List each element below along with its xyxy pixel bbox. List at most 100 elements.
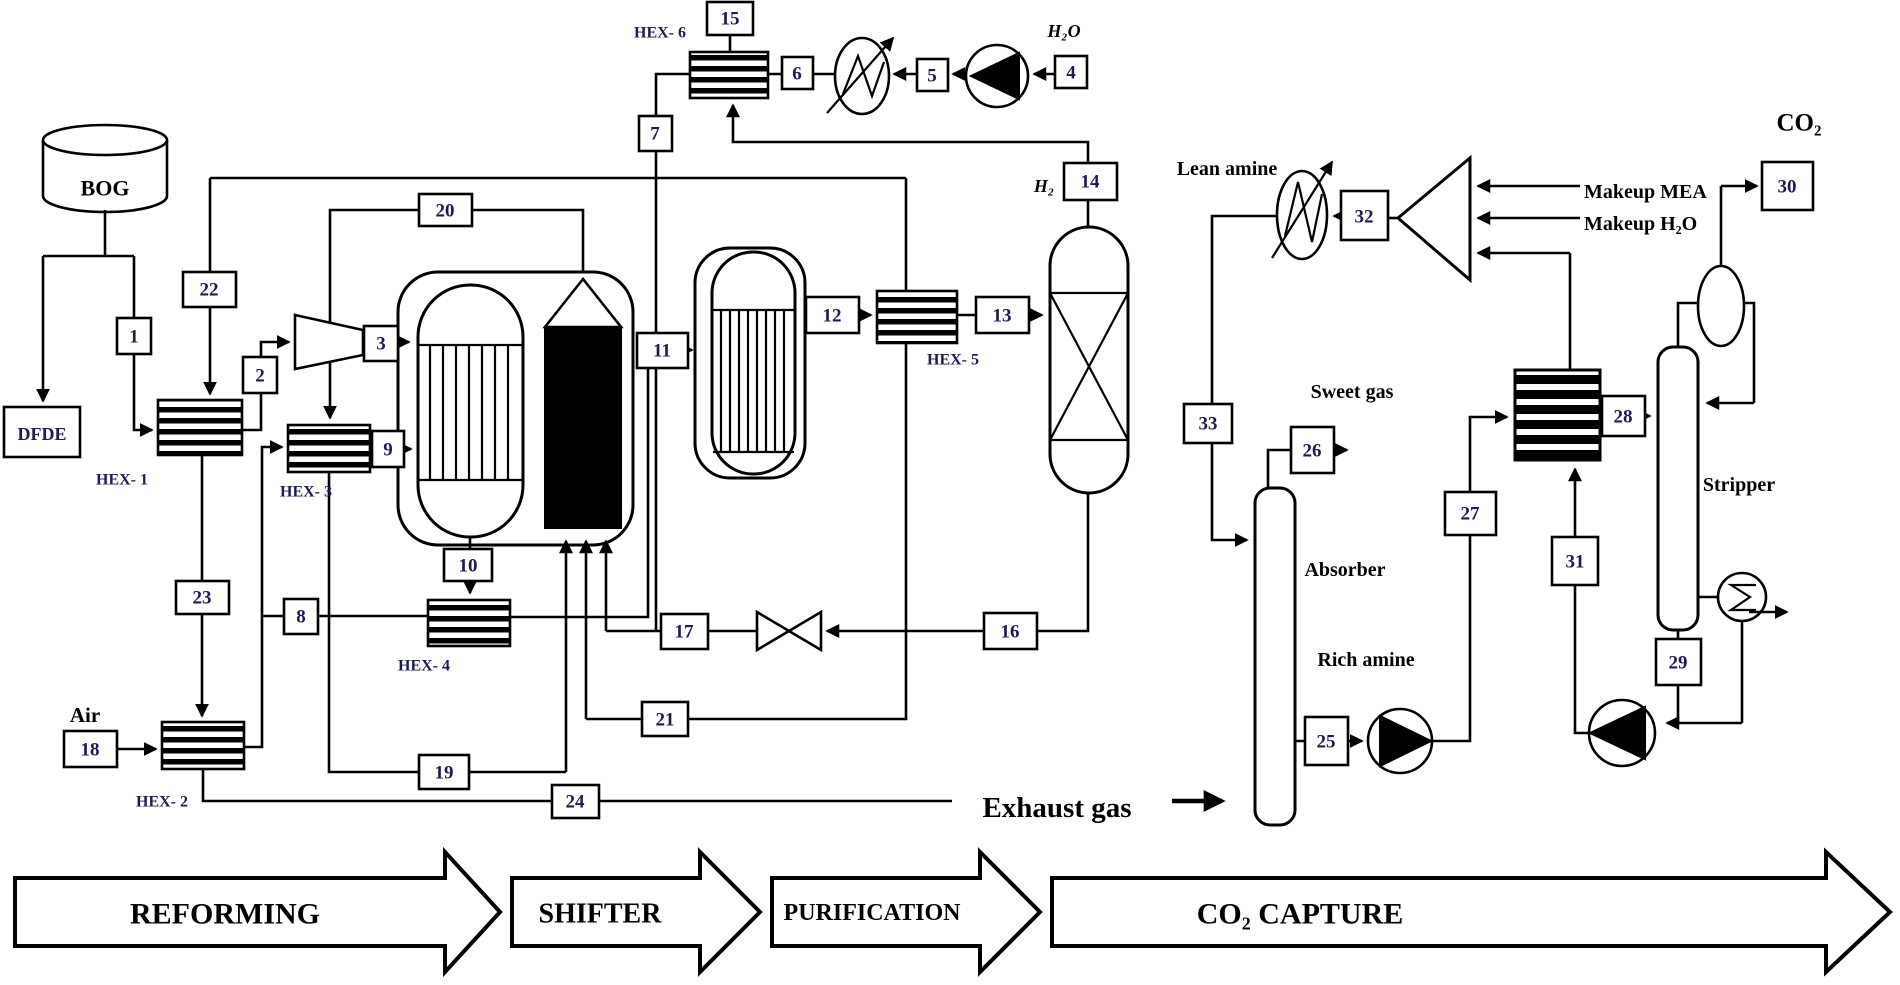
stream-box-9: 9 [370, 429, 406, 469]
svg-text:33: 33 [1199, 414, 1218, 435]
absorber-column [1253, 486, 1297, 827]
bog-tank [41, 123, 169, 214]
shifter-tube-vessel [710, 250, 797, 476]
compressor [293, 313, 365, 371]
h2-label: H₂ [1033, 176, 1054, 196]
banner-reforming: REFORMING [13, 846, 503, 978]
banner-co2-capture: CO₂ CAPTURE [1050, 847, 1893, 977]
hex3-label: HEX- 3 [280, 484, 332, 501]
stream-box-7: 7 [637, 114, 674, 153]
stream-box-25: 25 [1303, 715, 1350, 767]
banner-purification: PURIFICATION [770, 847, 1043, 977]
svg-text:32: 32 [1355, 207, 1374, 228]
sweet-gas-label: Sweet gas [1311, 381, 1394, 403]
stream-box-20: 20 [417, 192, 474, 228]
stream-box-18: 18 [62, 729, 119, 769]
svg-text:1: 1 [129, 327, 139, 348]
svg-text:23: 23 [193, 588, 212, 609]
stream-box-28: 28 [1600, 394, 1647, 438]
stream-box-3: 3 [362, 324, 400, 363]
svg-text:26: 26 [1303, 441, 1322, 462]
svg-text:11: 11 [653, 341, 671, 362]
svg-text:29: 29 [1669, 653, 1688, 674]
air-label: Air [70, 703, 100, 727]
svg-text:22: 22 [200, 280, 219, 301]
hex2-label: HEX- 2 [136, 794, 188, 811]
svg-text:3: 3 [376, 334, 386, 355]
water-pump [964, 43, 1030, 109]
stream-box-15: 15 [705, 0, 755, 37]
pipes [36, 35, 1789, 812]
svg-text:CO₂ CAPTURE: CO₂ CAPTURE [1197, 898, 1404, 931]
stream-box-14: 14 [1062, 161, 1119, 202]
svg-text:27: 27 [1461, 504, 1481, 525]
dfde-label: DFDE [18, 424, 67, 444]
stream-box-5: 5 [915, 57, 950, 93]
stripper-column [1656, 345, 1700, 632]
stripper-condenser [1696, 264, 1746, 348]
svg-text:13: 13 [993, 306, 1012, 327]
stream-box-17: 17 [659, 612, 710, 651]
cooler-diagonal-arrow [826, 36, 895, 114]
svg-text:12: 12 [823, 306, 842, 327]
stream-box-23: 23 [174, 579, 231, 616]
stream-box-26: 26 [1289, 425, 1336, 475]
makeup-h2o-label: Makeup H₂O [1584, 213, 1697, 235]
stream-box-22: 22 [181, 270, 238, 309]
rich-amine-pump [1366, 707, 1434, 775]
h2o-label: H₂O [1046, 21, 1080, 41]
lean-rich-cross-exchanger [1513, 368, 1602, 462]
equipment-layer [2, 36, 1768, 827]
absorber-label: Absorber [1304, 559, 1385, 581]
dfde-box [2, 405, 82, 459]
svg-text:9: 9 [383, 440, 393, 461]
hex4-label: HEX- 4 [398, 658, 450, 675]
section-banners: REFORMING SHIFTER PURIFICATION CO₂ CAPTU… [13, 846, 1893, 978]
stripper-label: Stripper [1703, 474, 1775, 496]
svg-text:24: 24 [566, 792, 586, 813]
svg-text:18: 18 [81, 740, 100, 761]
stream-box-21: 21 [640, 700, 690, 738]
hex2-exchanger [160, 720, 246, 771]
overlay-symbols [293, 313, 365, 371]
hex1-exchanger [156, 398, 244, 457]
makeup-mea-label: Makeup MEA [1584, 181, 1707, 203]
co2-label: CO₂ [1777, 110, 1822, 137]
svg-text:5: 5 [927, 66, 937, 87]
purification-column [1048, 225, 1130, 495]
stream-box-1: 1 [115, 316, 153, 356]
stream-box-13: 13 [974, 295, 1031, 335]
water-heater-cooler [833, 36, 891, 116]
svg-text:21: 21 [656, 710, 675, 731]
stream-box-31: 31 [1550, 535, 1600, 587]
lean-amine-cooler [1275, 169, 1329, 261]
mea-mixer [1395, 154, 1472, 284]
svg-text:20: 20 [436, 201, 455, 222]
stream-boxes: 1 2 3 4 5 6 7 8 9 10 11 12 13 14 15 16 1… [62, 0, 1815, 820]
exhaust-gas-label: Exhaust gas [982, 792, 1131, 824]
svg-text:4: 4 [1066, 63, 1076, 84]
svg-text:15: 15 [721, 9, 740, 30]
stream-box-12: 12 [804, 295, 861, 335]
lean-amine-label: Lean amine [1177, 158, 1278, 180]
stream-box-10: 10 [442, 547, 494, 583]
stream-box-19: 19 [417, 753, 471, 791]
stream-box-8: 8 [282, 597, 320, 636]
svg-text:2: 2 [255, 366, 265, 387]
stream-box-27: 27 [1443, 490, 1498, 537]
hex6-exchanger [688, 50, 770, 100]
stream-box-2: 2 [241, 355, 279, 395]
bog-label: BOG [81, 176, 130, 201]
svg-text:6: 6 [792, 64, 802, 85]
svg-text:31: 31 [1566, 552, 1585, 573]
hex3-exchanger [286, 423, 372, 474]
svg-text:14: 14 [1081, 172, 1101, 193]
reformer-tube-vessel [416, 283, 525, 539]
stream-box-29: 29 [1654, 637, 1703, 687]
svg-text:PURIFICATION: PURIFICATION [784, 900, 962, 926]
svg-text:REFORMING: REFORMING [130, 898, 320, 931]
banner-shifter: SHIFTER [510, 847, 763, 977]
stripper-reboiler [1716, 571, 1768, 623]
